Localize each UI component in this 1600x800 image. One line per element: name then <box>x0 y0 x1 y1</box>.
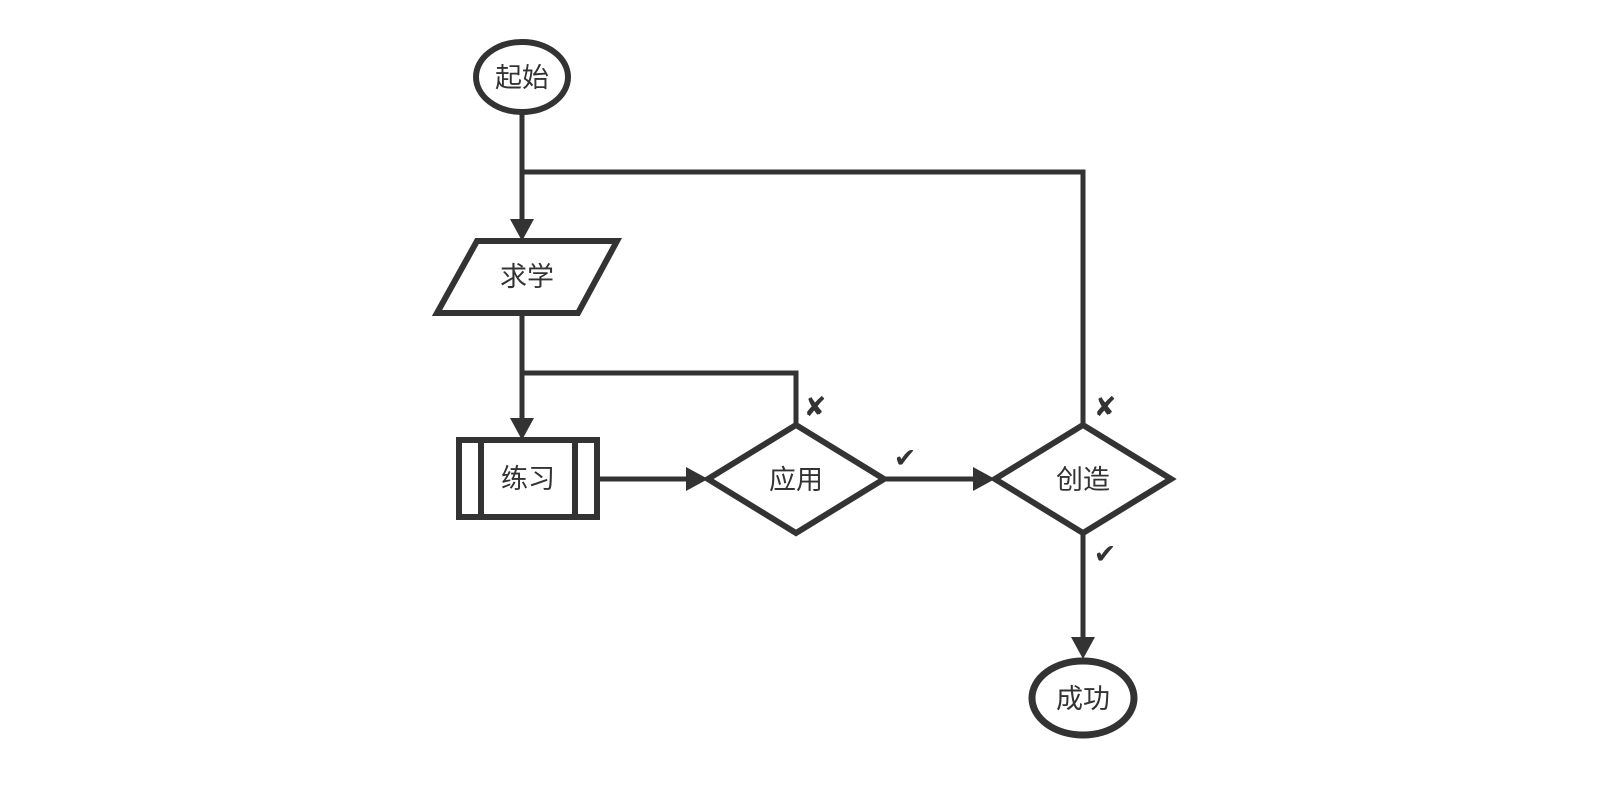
apply-diamond <box>702 421 890 537</box>
start-ellipse <box>473 39 571 115</box>
edge-start-to-study <box>510 112 534 241</box>
arrowhead-down-icon <box>510 418 534 440</box>
start-label: 起始 <box>495 63 549 94</box>
study-label: 求学 <box>500 262 554 293</box>
edge-apply-no-loop-line <box>522 370 799 423</box>
edge-study-to-practice <box>510 313 534 440</box>
edge-apply-to-create <box>884 467 995 491</box>
node-apply: 应用 <box>702 421 890 537</box>
x-mark-icon-apply: ✘ <box>804 392 827 423</box>
apply-label: 应用 <box>769 465 823 496</box>
edge-create-to-success <box>1071 533 1095 659</box>
practice-label: 练习 <box>501 464 555 495</box>
arrowhead-down-icon <box>1071 637 1095 659</box>
create-diamond <box>989 421 1177 537</box>
success-label: 成功 <box>1056 684 1110 715</box>
check-mark-icon-apply: ✔ <box>894 443 917 474</box>
create-label: 创造 <box>1056 465 1110 496</box>
edge-create-no-loop-line <box>522 169 1086 423</box>
edge-create-no-loop-to-study <box>522 169 1086 423</box>
node-create: 创造 <box>989 421 1177 537</box>
node-start: 起始 <box>473 39 571 115</box>
arrowhead-down-icon <box>510 219 534 241</box>
edge-apply-no-loop-to-practice <box>522 370 799 423</box>
node-practice: 练习 <box>456 437 600 520</box>
arrowhead-right-icon <box>973 467 995 491</box>
study-parallelogram <box>431 238 623 316</box>
edge-practice-to-apply <box>597 467 708 491</box>
arrowhead-right-icon <box>686 467 708 491</box>
node-success: 成功 <box>1028 657 1138 739</box>
success-ellipse <box>1028 657 1138 739</box>
check-mark-icon-create: ✔ <box>1094 539 1117 570</box>
node-study: 求学 <box>431 238 623 316</box>
x-mark-icon-create: ✘ <box>1094 392 1117 423</box>
